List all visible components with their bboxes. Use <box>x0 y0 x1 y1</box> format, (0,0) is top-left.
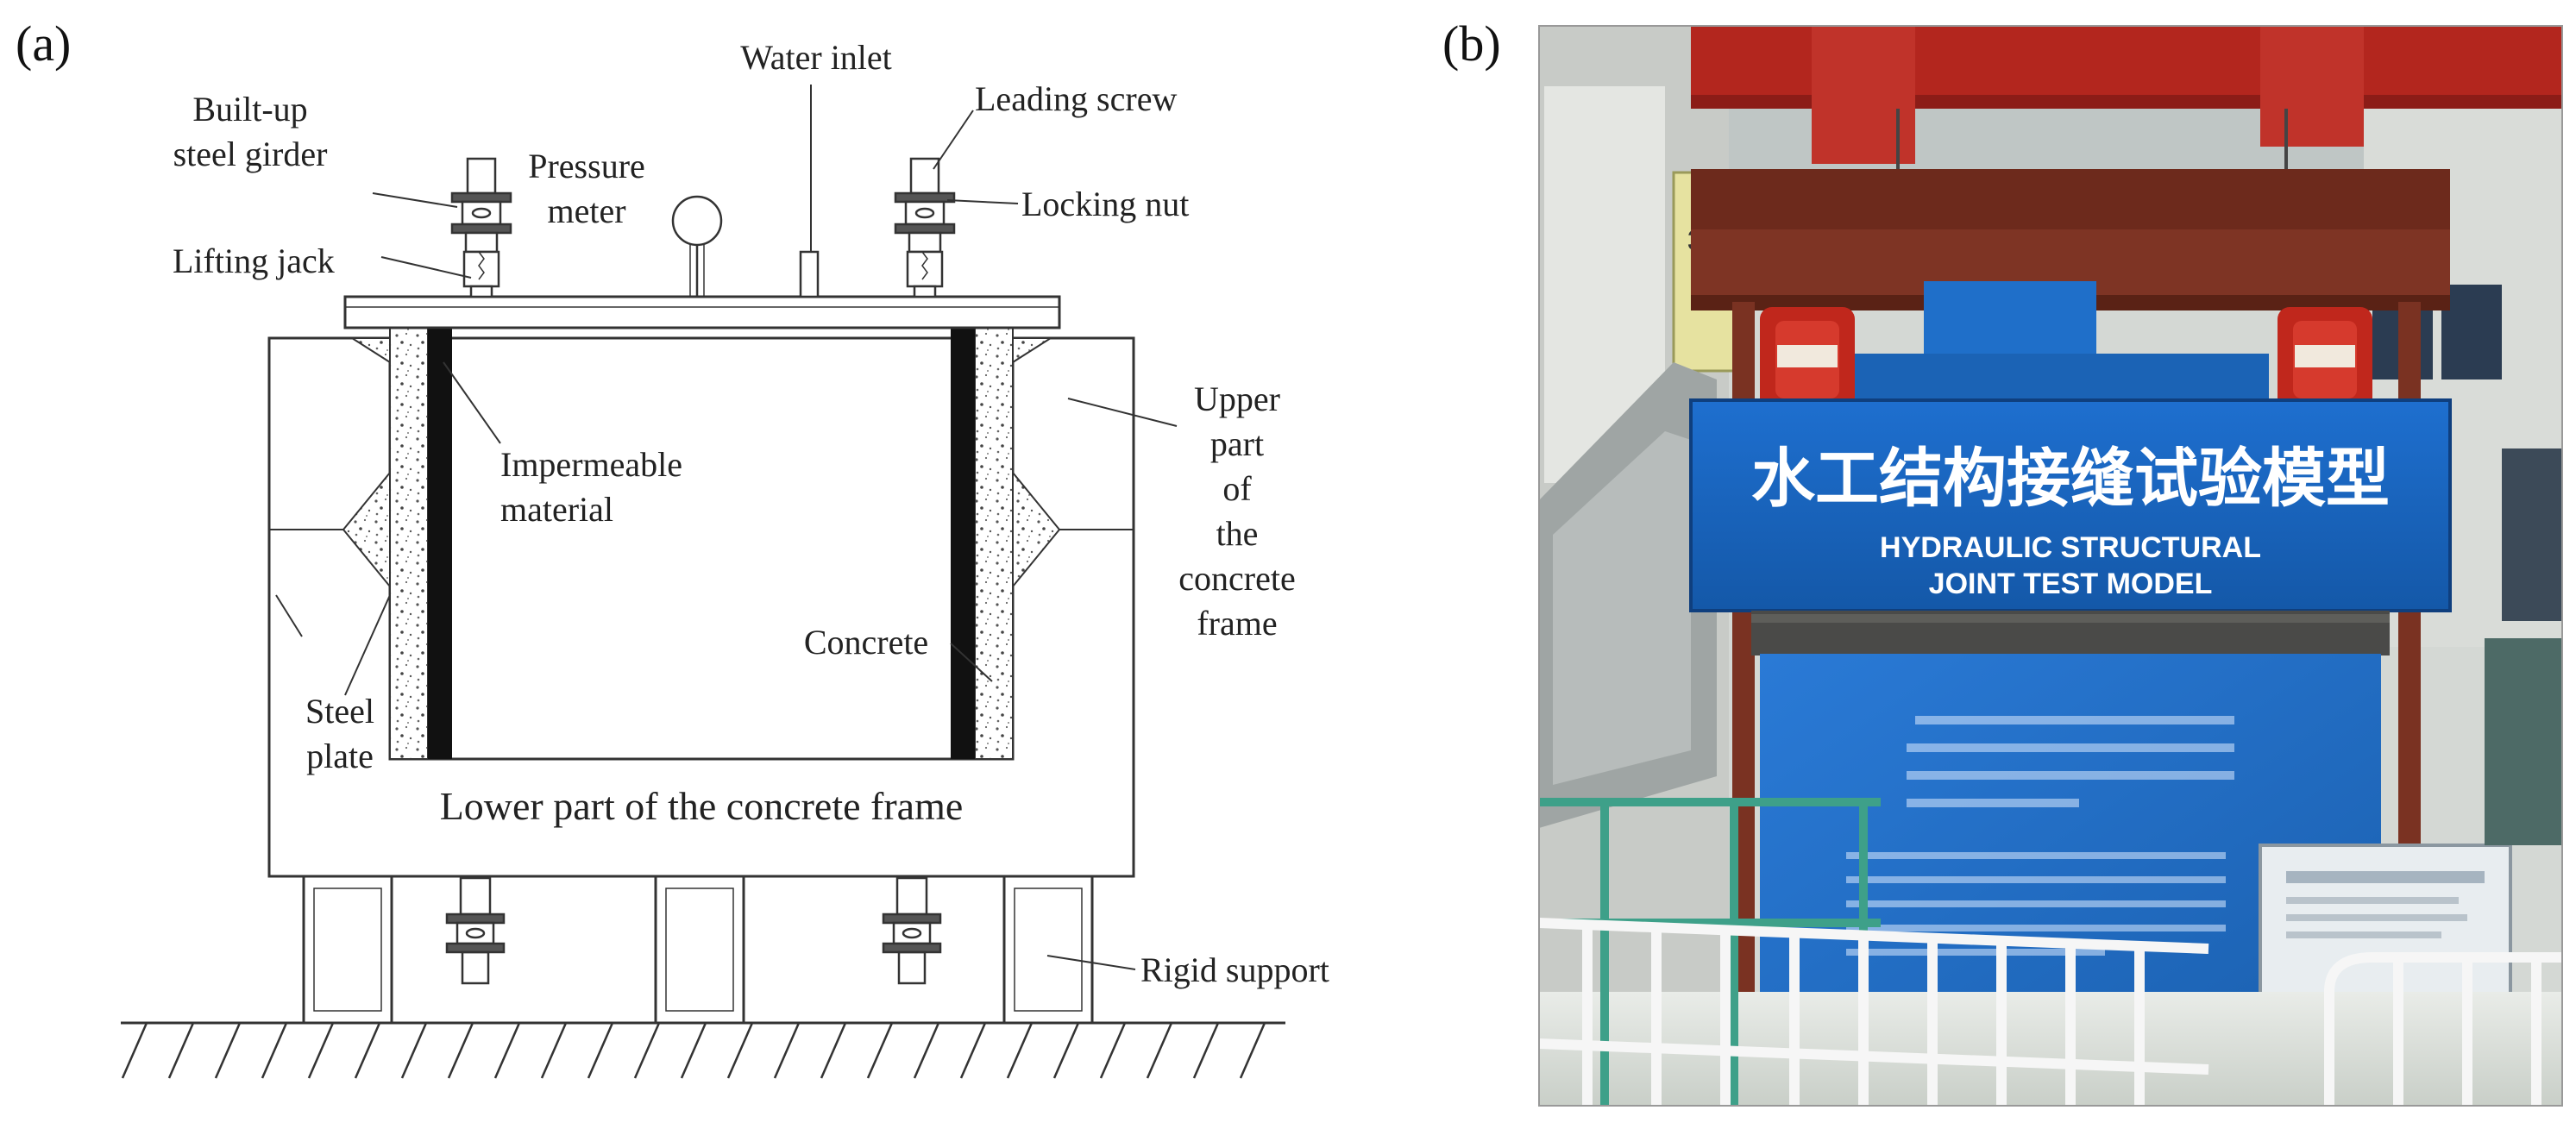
label-steel-2: plate <box>306 737 374 775</box>
label-pressure-2: meter <box>547 191 625 230</box>
panel-a-label: (a) <box>16 16 71 72</box>
hatch-line <box>913 1022 940 1079</box>
right-joint-wedge <box>1012 470 1061 589</box>
label-impermeable-2: material <box>500 490 613 529</box>
sign-chinese-title: 水工结构接缝试验模型 <box>1751 442 2390 516</box>
hatch-line <box>447 1022 474 1079</box>
left-joint-wedge <box>342 470 391 589</box>
label-pressure-1: Pressure <box>528 147 645 185</box>
lower-jack-left <box>445 876 506 985</box>
hatch-line <box>1192 1022 1220 1079</box>
rigid-support-left <box>302 875 393 1025</box>
hatch-line <box>1146 1022 1173 1079</box>
photo: 32 <box>1539 26 2562 1106</box>
rigid-support-middle <box>654 875 745 1025</box>
label-rigid-support: Rigid support <box>1140 950 1329 989</box>
hatch-line <box>587 1022 614 1079</box>
steel-girder-top <box>1691 169 2450 229</box>
left-concrete-wall <box>389 327 429 760</box>
label-upper-5: concrete <box>1178 559 1295 598</box>
hatch-line <box>400 1022 428 1079</box>
label-built-up-2: steel girder <box>173 135 328 173</box>
red-jack-left <box>1760 307 1855 411</box>
label-leading-screw: Leading screw <box>975 79 1177 118</box>
rigid-support-right <box>1002 875 1094 1025</box>
sign-board <box>1689 398 2452 612</box>
red-jack-right <box>2278 307 2372 411</box>
label-upper-4: the <box>1216 514 1259 553</box>
hatch-line <box>1052 1022 1080 1079</box>
ground-hatching <box>121 1022 1266 1079</box>
inner-box <box>388 338 1015 761</box>
hatch-line <box>633 1022 661 1079</box>
lower-jack-right <box>882 876 942 985</box>
label-locking-nut: Locking nut <box>1021 185 1189 223</box>
lifting-jack-right <box>894 157 956 298</box>
panel-a-diagram: (a) <box>16 16 1329 1079</box>
label-impermeable-1: Impermeable <box>500 445 682 484</box>
leader-lines <box>275 85 1178 970</box>
label-lower-part: Lower part of the concrete frame <box>440 784 964 828</box>
hatch-line <box>866 1022 894 1079</box>
hatch-line <box>1006 1022 1034 1079</box>
hatch-line <box>354 1022 381 1079</box>
hatch-line <box>773 1022 801 1079</box>
label-upper-2: part <box>1210 424 1264 463</box>
right-impermeable-strip <box>951 328 975 759</box>
left-top-wedge <box>349 337 391 364</box>
hatch-line <box>540 1022 568 1079</box>
hatch-line <box>1239 1022 1266 1079</box>
hatch-line <box>493 1022 521 1079</box>
hatch-line <box>121 1022 148 1079</box>
sign-english-line2: JOINT TEST MODEL <box>1929 568 2213 600</box>
hatch-line <box>1099 1022 1127 1079</box>
hatch-line <box>820 1022 847 1079</box>
label-water-inlet: Water inlet <box>740 38 892 77</box>
panel-b-photo: (b) 32 <box>1442 16 2563 1107</box>
hatch-line <box>307 1022 335 1079</box>
label-concrete: Concrete <box>804 623 928 662</box>
diagram-labels: Built-up steel girder Lifting jack Press… <box>173 38 1329 989</box>
concrete-frame-outer <box>267 336 1135 878</box>
right-top-wedge <box>1012 337 1054 364</box>
label-upper-1: Upper <box>1194 379 1280 418</box>
hatch-line <box>167 1022 195 1079</box>
pressure-meter-gauge <box>671 195 723 297</box>
label-lifting-jack: Lifting jack <box>173 241 335 280</box>
white-fence <box>1539 918 2562 1106</box>
hatch-line <box>261 1022 288 1079</box>
label-built-up-1: Built-up <box>192 90 307 129</box>
hatch-line <box>214 1022 242 1079</box>
label-steel-1: Steel <box>305 692 374 731</box>
top-plate <box>343 295 1061 329</box>
water-inlet-pipe <box>799 250 820 298</box>
hatch-line <box>680 1022 707 1079</box>
hatch-line <box>726 1022 754 1079</box>
hatch-line <box>959 1022 987 1079</box>
left-impermeable-strip <box>428 328 452 759</box>
box-inscription-texture <box>1846 716 2234 956</box>
lifting-jack-left <box>450 157 512 298</box>
right-concrete-wall <box>974 327 1014 760</box>
label-upper-6: frame <box>1197 604 1277 643</box>
sign-english-line1: HYDRAULIC STRUCTURAL <box>1880 531 2261 564</box>
label-upper-3: of <box>1222 469 1252 508</box>
panel-b-label: (b) <box>1442 16 1501 72</box>
